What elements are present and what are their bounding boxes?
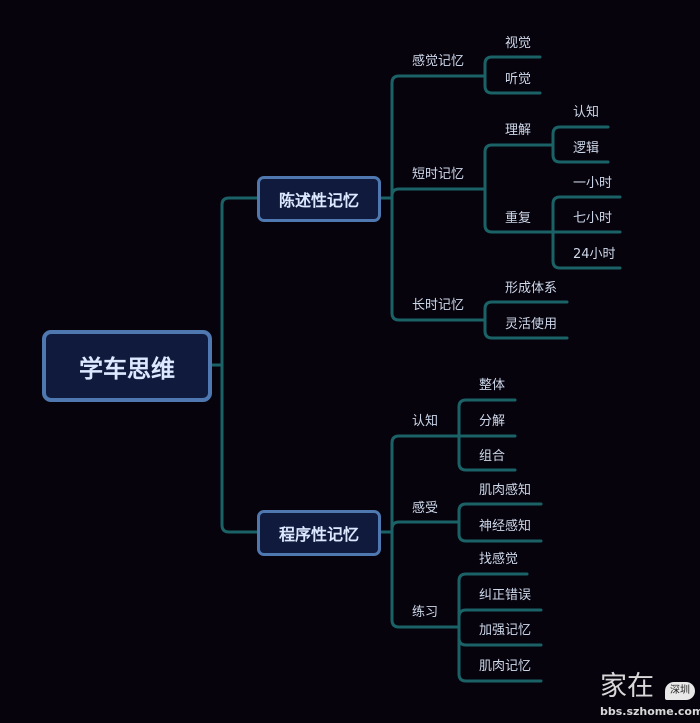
connector-line — [457, 434, 517, 472]
connector-line — [483, 74, 542, 95]
leaf-form-system[interactable]: 形成体系 — [505, 281, 558, 296]
connector-line — [483, 143, 555, 191]
node-feeling[interactable]: 感受 — [412, 501, 439, 516]
connector-line — [390, 530, 461, 629]
leaf-cognition[interactable]: 认知 — [573, 105, 600, 120]
root-node[interactable]: 学车思维 — [42, 330, 212, 402]
watermark-logo: 家在 深圳 bbs.szhome.com — [598, 671, 700, 722]
leaf-nerve-perception[interactable]: 神经感知 — [479, 519, 532, 534]
connector-line — [483, 300, 569, 322]
connector-line — [390, 434, 461, 534]
connector-line — [483, 187, 555, 234]
leaf-muscle-memory[interactable]: 肌肉记忆 — [479, 659, 532, 674]
connector-line — [220, 196, 260, 367]
connector-line — [457, 520, 543, 543]
node-repeat[interactable]: 重复 — [505, 211, 532, 226]
leaf-24-hours[interactable]: 24小时 — [573, 247, 616, 262]
connector-line — [457, 625, 543, 683]
node-sensory-memory[interactable]: 感觉记忆 — [412, 54, 465, 69]
watermark-brand: 家在 — [600, 671, 654, 702]
connector-line — [390, 520, 461, 534]
connector-line — [390, 74, 487, 200]
connector-line — [457, 608, 543, 629]
leaf-decompose[interactable]: 分解 — [479, 414, 506, 429]
leaf-logic[interactable]: 逻辑 — [573, 141, 600, 156]
leaf-one-hour[interactable]: 一小时 — [573, 176, 613, 191]
leaf-strengthen-memory[interactable]: 加强记忆 — [479, 623, 532, 638]
watermark-city-bubble: 深圳 — [665, 682, 695, 700]
leaf-correct-errors[interactable]: 纠正错误 — [479, 588, 532, 603]
connector-line — [483, 55, 542, 78]
leaf-seven-hours[interactable]: 七小时 — [573, 211, 613, 226]
leaf-hearing[interactable]: 听觉 — [505, 72, 532, 87]
node-understand[interactable]: 理解 — [505, 123, 532, 138]
connector-line — [457, 502, 543, 524]
connector-line — [483, 318, 569, 340]
node-procedural-memory[interactable]: 程序性记忆 — [257, 510, 381, 556]
leaf-combine[interactable]: 组合 — [479, 449, 506, 464]
connector-line — [457, 572, 529, 629]
connector-line — [457, 398, 517, 438]
leaf-flexible-use[interactable]: 灵活使用 — [505, 317, 558, 332]
leaf-whole[interactable]: 整体 — [479, 378, 506, 393]
leaf-find-feeling[interactable]: 找感觉 — [479, 552, 519, 567]
connector-line — [551, 195, 622, 234]
node-practice[interactable]: 练习 — [412, 605, 439, 620]
node-cognition[interactable]: 认知 — [412, 414, 439, 429]
watermark-url: bbs.szhome.com — [600, 705, 700, 718]
connector-line — [220, 363, 260, 534]
leaf-muscle-perception[interactable]: 肌肉感知 — [479, 483, 532, 498]
node-long-term-memory[interactable]: 长时记忆 — [412, 298, 465, 313]
leaf-vision[interactable]: 视觉 — [505, 36, 532, 51]
connector-line — [551, 230, 622, 270]
connector-line — [390, 187, 487, 200]
connector-line — [390, 196, 487, 322]
connector-line — [551, 143, 610, 164]
node-short-term-memory[interactable]: 短时记忆 — [412, 167, 465, 182]
node-declarative-memory[interactable]: 陈述性记忆 — [257, 176, 381, 222]
connector-line — [551, 125, 610, 147]
